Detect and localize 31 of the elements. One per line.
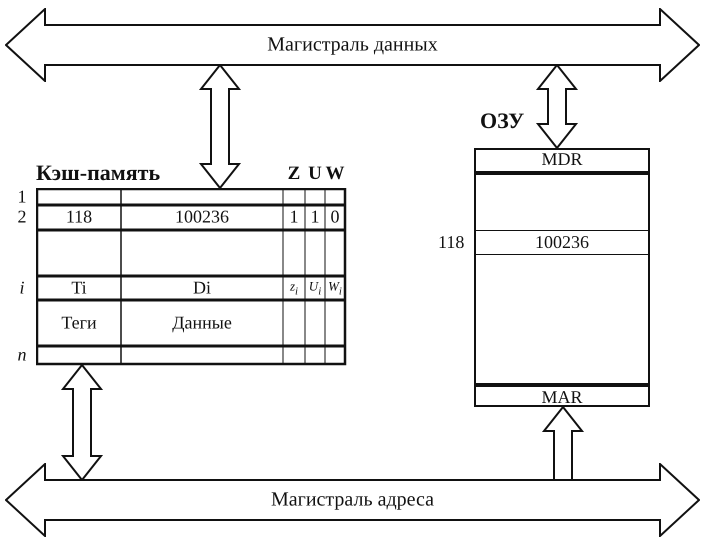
table-cell: W$_{i}$ [328,278,342,298]
column-label: Z [288,163,300,185]
bus-label: Магистраль адреса [271,488,434,512]
table-cell: 100236 [175,206,229,228]
cell-address: 118 [438,232,464,253]
table-cell: U$_{i}$ [308,278,322,298]
column-label: W [326,163,344,185]
table-heading: Кэш-память [36,160,160,186]
row-number: i [20,278,24,298]
memory-cell: 100236 [474,230,650,255]
table-cell: 1 [290,206,298,228]
column-label: Данные [172,312,232,334]
register: MAR [474,383,650,407]
table-cell: 0 [330,206,340,228]
block-arrow [198,63,242,190]
block-arrow [60,363,104,482]
row-number: 2 [18,206,26,228]
memory-heading: ОЗУ [480,108,524,134]
table-cell: Di [193,278,211,298]
column-label: U [308,163,322,185]
block-arrow [536,63,578,150]
table-cell: 118 [66,206,92,228]
register: MDR [474,148,650,175]
column-label: Теги [61,312,97,334]
block-arrow [542,405,584,481]
bus-label: Магистраль данных [267,34,438,56]
table-cell: z$_{i}$ [290,278,298,298]
table-cell: 1 [310,206,320,228]
row-number: n [18,344,26,366]
row-number: 1 [18,186,26,208]
table-cell: Ti [71,278,87,298]
